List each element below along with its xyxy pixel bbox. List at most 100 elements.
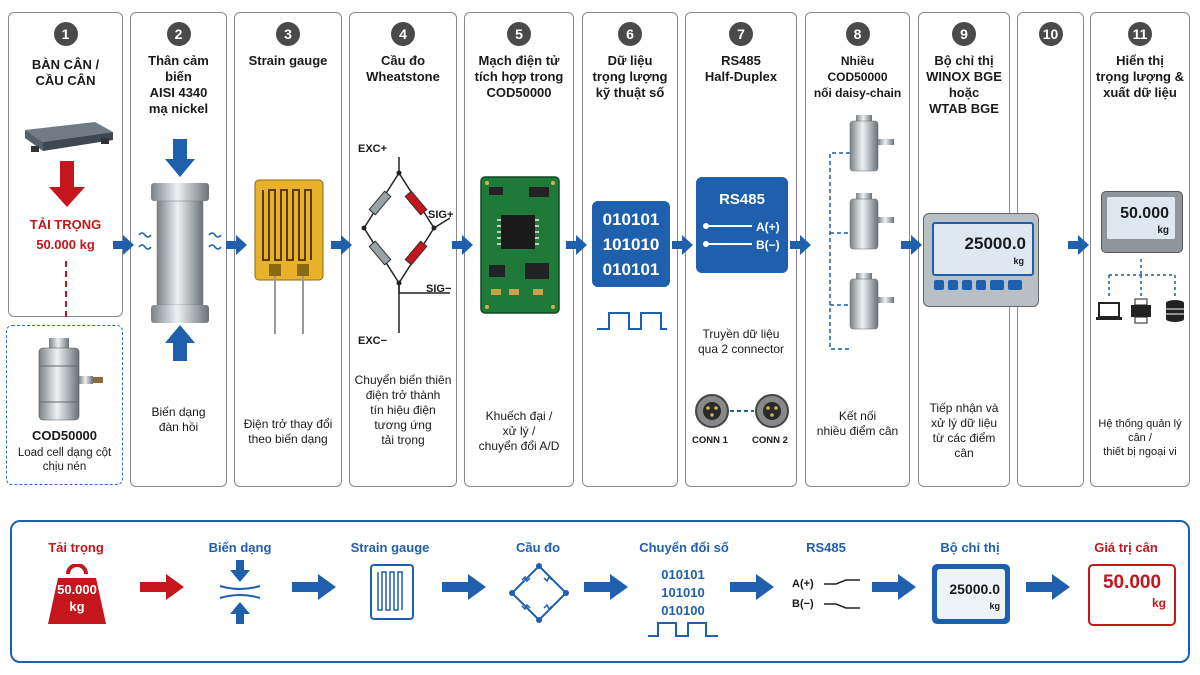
step-4-card: 4 Cầu đo Wheatstone EXC+ SIG+ SIG− EXC− … <box>349 12 457 487</box>
rs485-lines-icon <box>703 223 752 247</box>
conn-2-label: CONN 2 <box>752 435 788 446</box>
dashed-link <box>65 261 67 321</box>
exc-minus-label: EXC− <box>358 335 388 347</box>
indicator-button[interactable] <box>934 280 944 290</box>
peripherals-icon <box>1096 259 1184 324</box>
step-number: 3 <box>276 22 300 46</box>
connector-link <box>730 410 754 412</box>
a-label: A(+) <box>756 220 780 234</box>
square-wave-icon <box>597 312 667 330</box>
summary-label-indicator: Bộ chỉ thị <box>940 540 1000 555</box>
summary-result: 50.000 kg <box>1088 564 1176 626</box>
step-number: 8 <box>845 22 870 46</box>
terminal-device: 50.000 kg <box>1101 191 1183 253</box>
square-wave-icon <box>648 622 718 637</box>
arrow-icon <box>730 574 774 600</box>
weight-unit: kg <box>69 599 85 614</box>
wheatstone-bridge-icon <box>361 157 451 333</box>
step-title: Cầu đo Wheatstone <box>366 53 440 84</box>
strain-gauge-small-icon <box>370 564 414 620</box>
summary-result-unit: kg <box>1151 596 1166 610</box>
loadcell-name: COD50000 <box>31 428 98 443</box>
connector-1-icon <box>695 394 729 428</box>
step-number: 9 <box>952 22 976 46</box>
arrow-icon <box>292 574 336 600</box>
summary-a-label: A(+) <box>792 578 814 590</box>
exc-plus-label: EXC+ <box>358 143 388 155</box>
arrow-icon <box>226 235 247 255</box>
arrow-icon <box>452 235 473 255</box>
step-title: Mạch điện tử tích hợp trong COD50000 <box>474 53 564 100</box>
summary-binary: 010101 101010 010100 <box>648 566 718 620</box>
summary-panel: Tải trọng Biến dạng Strain gauge Cầu đo … <box>10 520 1190 663</box>
arrow-icon <box>113 235 134 255</box>
terminal-value: 50.000 <box>1120 205 1169 222</box>
step-title: Hiển thị trọng lượng & xuất dữ liệu <box>1096 53 1184 100</box>
load-label: TẢI TRỌNG <box>29 217 102 232</box>
weight-icon <box>48 564 106 624</box>
summary-result-value: 50.000 <box>1102 572 1162 593</box>
arrow-icon <box>790 235 811 255</box>
binary-line: 010101 <box>661 567 705 582</box>
indicator-value: 25000.0 <box>964 234 1026 253</box>
scale-platform-icon <box>25 122 113 152</box>
rs485-box-title: RS485 <box>719 191 765 208</box>
binary-line: 101010 <box>661 585 705 600</box>
step-number: 2 <box>166 22 191 46</box>
binary-line: 010101 <box>602 260 660 279</box>
rs485-box: RS485 A(+) B(−) <box>696 177 788 273</box>
summary-label-rs485: RS485 <box>806 540 846 555</box>
arrow-icon <box>672 235 693 255</box>
indicator-button[interactable] <box>948 280 958 290</box>
binary-box: 010101 101010 010101 <box>592 201 670 287</box>
conn-1-label: CONN 1 <box>692 435 728 446</box>
indicator-button[interactable] <box>990 280 1004 290</box>
sig-minus-label: SIG− <box>426 283 452 295</box>
indicator-screen: 25000.0 kg <box>932 222 1034 276</box>
step-title: Bộ chỉ thị WINOX BGE hoặc WTAB BGE <box>926 53 1002 116</box>
step-11-card: 11 Hiển thị trọng lượng & xuất dữ liệu 5… <box>1090 12 1190 487</box>
b-label: B(−) <box>756 238 780 252</box>
indicator-button[interactable] <box>962 280 972 290</box>
bridge-small-icon <box>509 563 569 623</box>
indicator-unit: kg <box>1013 256 1024 266</box>
summary-indicator: 25000.0 kg <box>932 564 1010 624</box>
binary-line: 010101 <box>602 210 660 229</box>
strain-gauge-icon <box>254 179 324 334</box>
terminal-unit: kg <box>1157 225 1169 236</box>
step-title: Dữ liệu trọng lượng kỹ thuật số <box>592 53 668 100</box>
step-desc: Tiếp nhận và xử lý dữ liệu từ các điểm c… <box>929 401 999 460</box>
sensor-body-icon <box>138 139 222 361</box>
step-title: RS485 Half-Duplex <box>704 53 778 84</box>
load-value: 50.000 kg <box>36 237 95 252</box>
arrow-icon <box>442 574 486 600</box>
step-1-card: 1 BÀN CÂN / CẦU CÂN TẢI TRỌNG 50.000 kg <box>8 12 123 321</box>
step-number: 5 <box>507 22 531 46</box>
indicator-device: 25000.0 kg <box>923 213 1039 307</box>
loadcell-card: COD50000 Load cell dạng cột chịu nén <box>6 325 123 485</box>
summary-indicator-unit: kg <box>989 601 1000 611</box>
arrow-icon <box>566 235 587 255</box>
step-desc: Hệ thống quản lý cân / thiết bị ngoại vi <box>1098 418 1182 458</box>
step-number: 4 <box>391 22 415 46</box>
load-cell-icon <box>38 338 103 421</box>
binary-line: 101010 <box>602 235 660 254</box>
step-3-card: 3 Strain gauge Điện trở thay đổi theo bi… <box>234 12 342 487</box>
indicator-buttons <box>934 280 1022 290</box>
step-title: Nhiều COD50000 nối daisy-chain <box>813 54 902 100</box>
arrow-icon <box>584 574 628 600</box>
summary-label-bridge: Cầu đo <box>515 540 561 555</box>
terminal-screen: 50.000 kg <box>1107 197 1175 239</box>
step-8-card: 8 Nhiều COD50000 nối daisy-chain Kết nối… <box>805 12 910 487</box>
step-desc: Truyền dữ liệu qua 2 connector <box>697 327 785 356</box>
deform-icon <box>219 560 261 624</box>
sig-plus-label: SIG+ <box>428 209 454 221</box>
summary-label-result: Giá trị cân <box>1094 540 1158 555</box>
summary-label-load: Tải trọng <box>48 540 104 555</box>
summary-label-gauge: Strain gauge <box>350 540 430 555</box>
step-6-card: 6 Dữ liệu trọng lượng kỹ thuật số 010101… <box>582 12 678 487</box>
arrow-icon <box>331 235 352 255</box>
step-desc: Biến dạng đàn hồi <box>151 405 206 434</box>
indicator-button[interactable] <box>976 280 986 290</box>
indicator-button[interactable] <box>1008 280 1022 290</box>
